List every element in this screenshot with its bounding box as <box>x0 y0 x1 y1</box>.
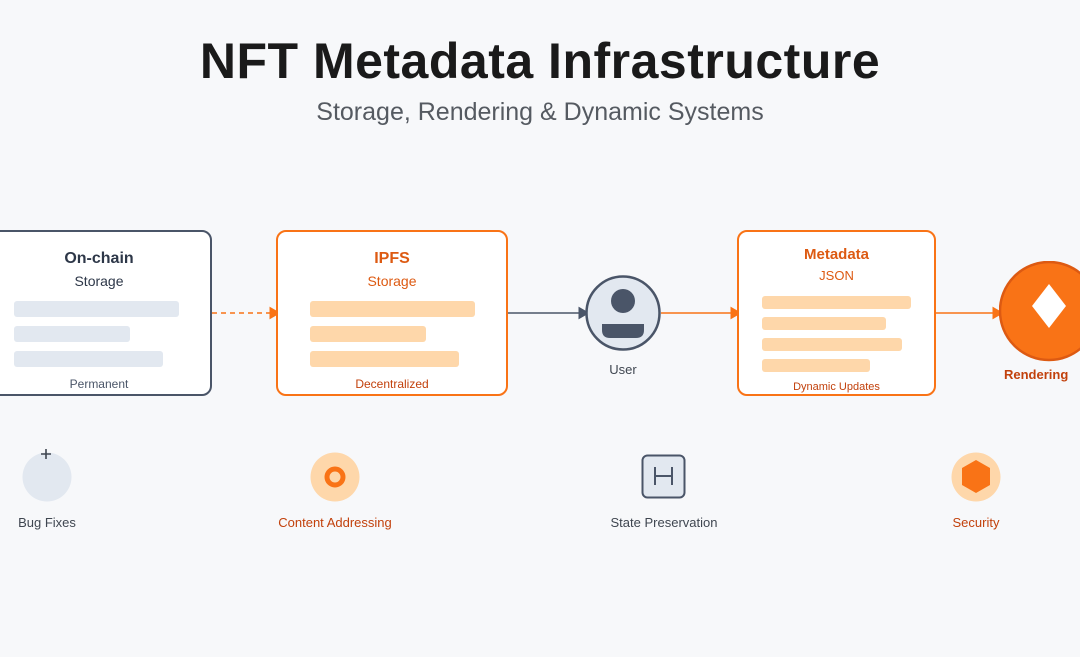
ipfs-storage-card: IPFS Storage Decentralized <box>276 230 508 396</box>
placeholder-bar <box>14 326 130 342</box>
placeholder-bar <box>762 338 902 351</box>
page-subtitle: Storage, Rendering & Dynamic Systems <box>316 98 764 126</box>
onchain-footer: Permanent <box>69 377 129 391</box>
placeholder-bar <box>310 301 475 317</box>
metadata-subtitle: JSON <box>819 268 854 283</box>
placeholder-bar <box>310 351 459 367</box>
h-box-icon <box>641 454 686 499</box>
onchain-subtitle: Storage <box>74 273 124 289</box>
rendering-label: Rendering <box>1004 367 1069 382</box>
placeholder-bar <box>310 326 426 342</box>
onchain-storage-card: On-chain Storage Permanent <box>0 230 212 396</box>
metadata-json-card: Metadata JSON Dynamic Updates <box>737 230 936 396</box>
user-label: User <box>609 362 637 377</box>
hexagon-shield-icon <box>951 452 1001 502</box>
ring-target-icon <box>310 452 360 502</box>
feature-security-label: Security <box>952 515 1000 530</box>
feature-state-preservation-label: State Preservation <box>610 515 718 530</box>
placeholder-bar <box>762 359 870 372</box>
user-icon <box>585 275 661 351</box>
rendering-diamond-icon <box>999 261 1080 362</box>
ipfs-subtitle: Storage <box>367 273 417 289</box>
onchain-title: On-chain <box>64 250 134 267</box>
feature-bug-fixes-label: Bug Fixes <box>18 515 76 530</box>
page-title: NFT Metadata Infrastructure <box>199 33 881 89</box>
placeholder-bar <box>762 296 911 309</box>
ipfs-footer: Decentralized <box>355 377 429 391</box>
ipfs-title: IPFS <box>374 250 410 267</box>
metadata-footer: Dynamic Updates <box>793 381 880 393</box>
metadata-title: Metadata <box>803 246 870 263</box>
plus-circle-icon <box>22 449 72 502</box>
placeholder-bar <box>14 301 179 317</box>
placeholder-bar <box>14 351 163 367</box>
placeholder-bar <box>762 317 886 330</box>
feature-content-addressing-label: Content Addressing <box>278 515 392 530</box>
